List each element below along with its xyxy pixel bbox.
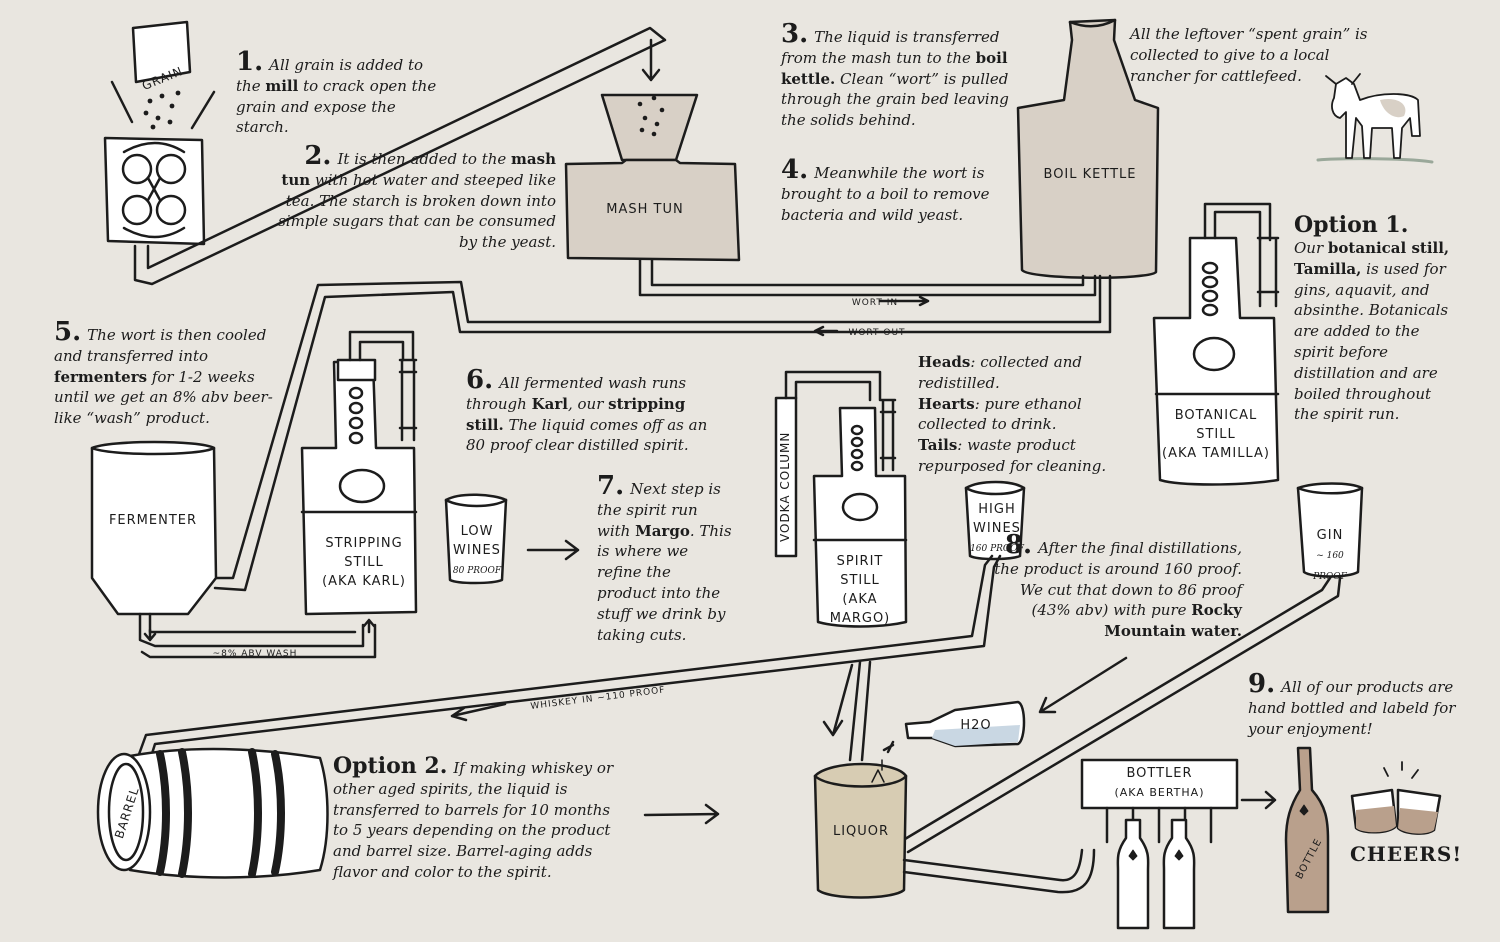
option-1-text: Option 1.Our botanical still, Tamilla, i…	[1294, 212, 1454, 425]
wort-out-pipe	[213, 274, 1112, 592]
step-8-number: 8.	[1004, 530, 1033, 560]
step-9-text: 9.All of our products are hand bottled a…	[1248, 669, 1456, 738]
step-6-number: 6.	[466, 365, 494, 395]
gin-label: GIN ~ 160 PROOF	[1313, 528, 1347, 582]
step-7-number: 7.	[597, 471, 625, 501]
step-6-text: 6.All fermented wash runs through Karl, …	[466, 365, 708, 455]
stripping-still-vessel	[300, 330, 418, 616]
step-4-number: 4.	[781, 155, 809, 185]
step-2-number: 2.	[304, 141, 332, 171]
botanical-still-label: BOTANICAL STILL (AKA TAMILLA)	[1162, 408, 1270, 461]
step-3-text: 3.The liquid is transferred from the mas…	[781, 19, 1009, 130]
liquor-label: LIQUOR	[832, 824, 890, 839]
h2o-label: H2O	[960, 718, 992, 733]
step-4-text: 4.Meanwhile the wort is brought to a boi…	[781, 155, 990, 224]
boil-kettle-vessel	[1016, 18, 1160, 279]
grain-mill	[103, 136, 206, 246]
botanical-still-vessel	[1152, 202, 1280, 486]
hearts-label: Hearts	[918, 394, 975, 413]
low-wines-label: LOW WINES 80 PROOF	[452, 524, 502, 576]
step-5-number: 5.	[54, 317, 82, 347]
step-1-text: 1.All grain is added to the mill to crac…	[236, 47, 437, 137]
heads-label: Heads	[918, 353, 971, 371]
mash-tun-label: MASH TUN	[606, 202, 684, 217]
finished-bottle	[1284, 746, 1330, 914]
boil-kettle-label: BOIL KETTLE	[1043, 167, 1137, 182]
tails-label: Tails	[918, 436, 958, 455]
liquor-tank	[813, 759, 908, 899]
high-wines-cup	[964, 480, 1026, 561]
low-wines-cup	[444, 493, 508, 585]
wort-in-pipe	[638, 258, 1097, 297]
bottler-machine	[1080, 758, 1239, 930]
stripping-still-label: STRIPPING STILL (AKA KARL)	[322, 536, 406, 589]
abv-wash-label: ~8% ABV WASH	[212, 649, 298, 659]
water-bottle	[882, 700, 1026, 754]
whiskey-barrel	[96, 747, 329, 879]
step-1-number: 1.	[236, 47, 264, 77]
vodka-column-label: VODKA COLUMN	[778, 431, 792, 542]
high-wines-label: HIGH WINES 160 PROOF	[970, 502, 1024, 554]
step-8-text: 8.After the final distillations, the pro…	[994, 530, 1242, 641]
step-3-number: 3.	[781, 19, 809, 49]
mash-tun-vessel	[564, 93, 741, 262]
cheers-glasses	[1350, 761, 1442, 835]
option-2-text: Option 2.If making whiskey or other aged…	[333, 753, 614, 881]
step-9-number: 9.	[1248, 669, 1276, 699]
wort-out-label: WORT OUT	[848, 328, 906, 338]
step-7-text: 7.Next step is the spirit run with Margo…	[597, 471, 732, 644]
option-1-title: Option 1.	[1294, 212, 1409, 238]
step-2-text: 2.It is then added to the mash tun with …	[278, 141, 556, 252]
pipe-mill-to-mash	[133, 26, 667, 286]
fermenter-label: FERMENTER	[108, 513, 198, 528]
option-2-title: Option 2.	[333, 753, 448, 779]
spirit-still-label: SPIRIT STILL (AKA MARGO)	[829, 554, 891, 626]
gin-cup	[1296, 482, 1364, 578]
cheers-text: CHEERS!	[1350, 842, 1463, 866]
grain-bag	[110, 20, 216, 130]
cuts-text: Heads: collected and redistilled. Hearts…	[918, 353, 1107, 475]
gin-pipe	[898, 576, 1342, 854]
spent-grain-text: All the leftover “spent grain” is collec…	[1130, 25, 1368, 85]
fermenter-vessel	[90, 440, 377, 659]
step-5-text: 5.The wort is then cooled and transferre…	[54, 317, 273, 428]
cow-illustration	[1316, 73, 1434, 164]
whiskey-in-pipe	[136, 554, 994, 759]
wort-in-label: WORT IN	[851, 298, 899, 308]
spirit-still-vessel	[774, 370, 908, 628]
bottler-label: BOTTLER (AKA BERTHA)	[1114, 766, 1205, 799]
